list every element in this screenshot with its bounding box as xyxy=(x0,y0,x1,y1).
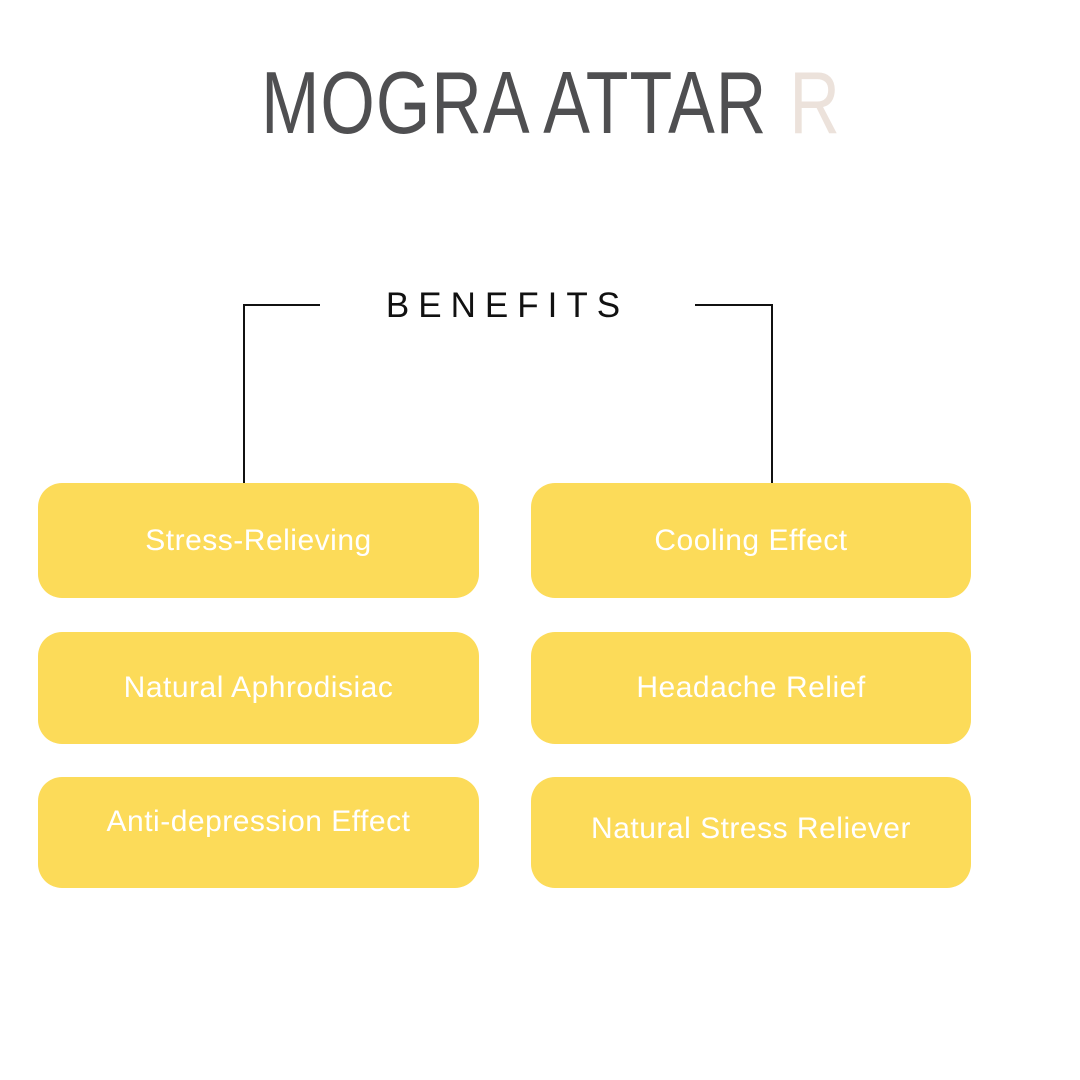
benefit-card-label: Stress-Relieving xyxy=(145,523,372,557)
benefit-card-natural-aphrodisiac: Natural Aphrodisiac xyxy=(38,632,479,744)
benefit-card-label: Headache Relief xyxy=(636,671,866,704)
benefit-card-label: Natural Aphrodisiac xyxy=(123,671,394,704)
benefit-card-anti-depression: Anti-depression Effect xyxy=(38,777,479,888)
benefit-card-headache-relief: Headache Relief xyxy=(531,632,971,744)
benefit-card-natural-stress-reliever: Natural Stress Reliever xyxy=(531,777,971,888)
benefit-card-label: Cooling Effect xyxy=(654,523,848,557)
benefits-heading: BENEFITS xyxy=(385,286,630,325)
connector-right-horizontal-line xyxy=(695,304,773,306)
benefit-card-cooling-effect: Cooling Effect xyxy=(531,483,971,598)
connector-left-vertical-line xyxy=(243,304,245,484)
title-accent-letter: R xyxy=(789,53,841,153)
benefit-card-label: Anti-depression Effect xyxy=(106,804,411,838)
connector-left-horizontal-line xyxy=(243,304,320,306)
title-main-text: MOGRA ATTAR xyxy=(261,53,768,153)
connector-right-vertical-line xyxy=(771,304,773,484)
benefit-card-stress-relieving: Stress-Relieving xyxy=(38,483,479,598)
benefit-card-label: Natural Stress Reliever xyxy=(591,811,911,845)
